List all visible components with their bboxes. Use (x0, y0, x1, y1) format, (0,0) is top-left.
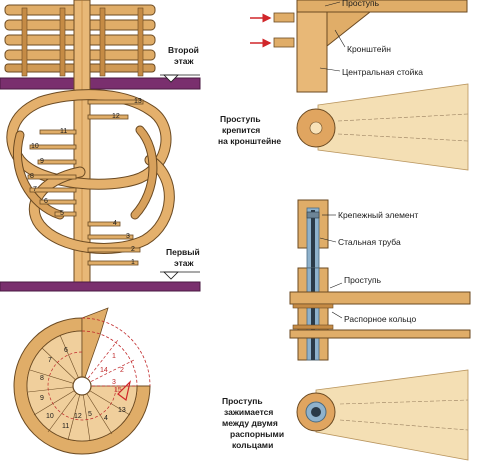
plan-num-4: 4 (104, 415, 108, 422)
plan-num-13: 13 (118, 407, 126, 414)
tread-1 (87, 260, 139, 266)
tread-4 (87, 221, 121, 227)
plan-num-3: 3 (112, 379, 116, 386)
floor-level-marker-first (163, 271, 179, 280)
second-floor-label-line2: этаж (174, 56, 194, 66)
second-floor-slab (0, 77, 201, 90)
plan-central-column (72, 376, 92, 396)
bracket-support (326, 11, 372, 48)
side-num-9: 9 (40, 158, 44, 165)
label-bracket: Кронштейн (347, 44, 391, 54)
caption2-line4: распорными (230, 429, 284, 439)
bracket-tread (296, 0, 468, 13)
plan-num-14: 14 (100, 367, 108, 374)
ring-clamp-detail: Крепежный элемент Стальная труба Проступ… (222, 199, 471, 461)
side-num-7: 7 (33, 186, 37, 193)
side-num-12: 12 (112, 113, 120, 120)
caption1-line3: на кронштейне (218, 136, 281, 146)
plan-num-2: 2 (120, 367, 124, 374)
staircase-elevation: 1 2 3 4 5 6 7 8 9 10 11 12 13 Второй эта… (0, 0, 201, 292)
plan-num-5: 5 (88, 411, 92, 418)
plan-num-12: 12 (74, 413, 82, 420)
second-floor-label-line1: Второй (168, 45, 199, 55)
tread-6 (39, 199, 77, 205)
plan-direction-arrow (117, 380, 132, 402)
plan-num-8: 8 (40, 375, 44, 382)
plan-num-7: 7 (48, 357, 52, 364)
tread-9 (37, 159, 77, 165)
clamp-tread-lower (289, 329, 471, 339)
tread-7 (29, 187, 77, 193)
tread-12 (87, 114, 129, 120)
stair-treads (27, 99, 144, 266)
ring-tread-plan (315, 369, 469, 461)
spacer-ring-2 (292, 324, 334, 330)
clamp-tread-upper (289, 291, 471, 305)
caption1-line2: крепится (222, 125, 260, 135)
side-num-13: 13 (134, 98, 142, 105)
caption2-line3: между двумя (222, 418, 278, 428)
tread-2 (87, 247, 141, 253)
tread-3 (87, 234, 134, 240)
caption1-line1: Проступь (220, 114, 261, 124)
caption2-line2: зажимается (224, 407, 273, 417)
tread-11 (39, 129, 77, 135)
side-num-2: 2 (131, 246, 135, 253)
tread-5 (54, 211, 77, 217)
side-step-numbers: 1 2 3 4 5 6 7 8 9 10 11 12 13 (30, 98, 142, 266)
side-num-6: 6 (44, 198, 48, 205)
side-num-8: 8 (30, 173, 34, 180)
tread-10 (29, 144, 77, 150)
bracket-central-post (296, 0, 328, 93)
bracket-tread-plan (317, 83, 469, 171)
plan-numbers: 4 5 6 7 8 9 10 11 12 13 1 2 3 14 15 (40, 347, 126, 430)
spacer-ring-1 (292, 303, 334, 309)
bracket-detail: Проступь Кронштейн Центральная стойка Пр… (218, 0, 469, 171)
plan-num-6: 6 (64, 347, 68, 354)
label-fastener: Крепежный элемент (338, 210, 418, 220)
plan-num-10: 10 (46, 413, 54, 420)
plan-num-11: 11 (62, 423, 69, 430)
caption2-line5: кольцами (232, 440, 273, 450)
bracket-peg-bottom (273, 37, 295, 48)
label-spacer-ring: Распорное кольцо (344, 314, 416, 324)
upper-railing (4, 4, 156, 77)
first-floor-label-line2: этаж (174, 258, 194, 268)
first-floor-label-line1: Первый (166, 247, 200, 257)
tread-8 (27, 174, 77, 180)
label-steel-pipe: Стальная труба (338, 237, 401, 247)
label-tread: Проступь (342, 0, 380, 8)
side-num-10: 10 (31, 143, 39, 150)
plan-num-1: 1 (112, 353, 116, 360)
side-num-11: 11 (60, 128, 67, 135)
plan-num-9: 9 (40, 395, 44, 402)
side-num-3: 3 (126, 233, 130, 240)
label-ring-tread: Проступь (344, 275, 382, 285)
plan-landing (81, 307, 109, 387)
side-num-5: 5 (60, 210, 64, 217)
plan-num-15: 15 (114, 387, 122, 394)
side-num-1: 1 (131, 259, 135, 266)
tread-13 (87, 99, 144, 105)
bracket-peg-top (273, 12, 295, 23)
fastener-nut (306, 211, 320, 219)
label-central-post: Центральная стойка (342, 67, 423, 77)
staircase-plan-view: 4 5 6 7 8 9 10 11 12 13 1 2 3 14 15 (13, 307, 151, 455)
side-num-4: 4 (113, 220, 117, 227)
caption2-line1: Проступь (222, 396, 263, 406)
first-floor-slab (0, 281, 201, 292)
